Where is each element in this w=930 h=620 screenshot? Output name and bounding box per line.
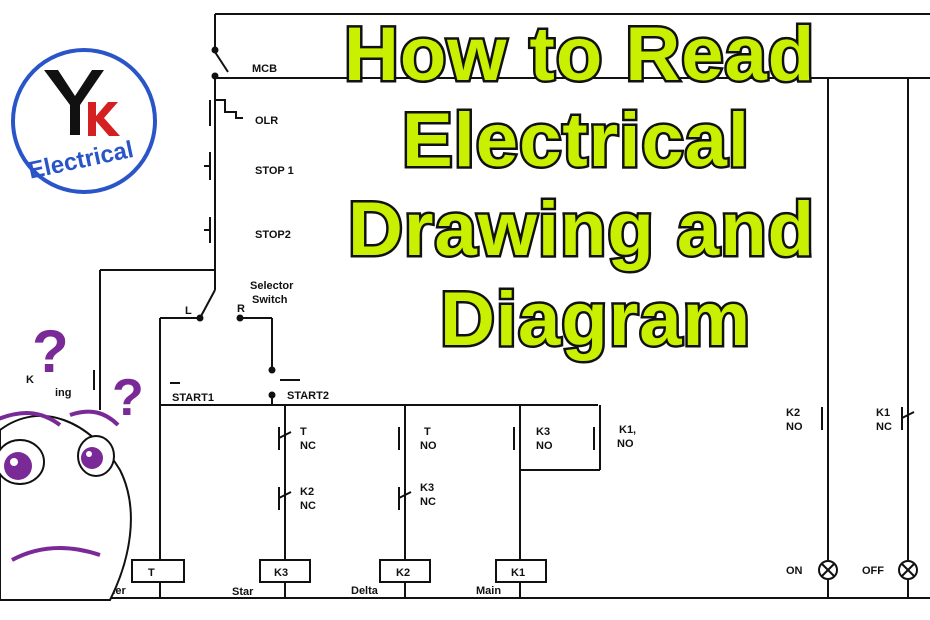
title-line-3: Drawing and	[348, 187, 815, 272]
label-coil-k1: K1	[511, 567, 525, 579]
label-start2: START2	[287, 390, 329, 402]
label-left-k: K	[26, 374, 34, 386]
label-k3-nc-b: NC	[420, 496, 436, 508]
coil-k1-box	[495, 559, 547, 583]
left-contact	[93, 365, 101, 392]
coil-k2-box	[379, 559, 431, 583]
label-selector-line2: Switch	[252, 294, 288, 306]
label-k3-no-a: K3	[536, 426, 550, 438]
confused-face-icon: ? ?	[0, 318, 144, 601]
label-start1: START1	[172, 392, 214, 404]
right-k1-nc-contact	[901, 405, 915, 432]
label-k2-nc-b: NC	[300, 500, 316, 512]
selector-switch	[196, 289, 244, 322]
label-olr: OLR	[255, 115, 278, 127]
wiring	[0, 13, 930, 599]
label-k1-no-a: K1,	[619, 424, 636, 436]
label-coil-t: T	[148, 567, 155, 579]
coil-t-box	[131, 559, 185, 583]
t-nc-contact	[278, 425, 292, 452]
label-star: Star	[232, 586, 254, 598]
label-right-k1-a: K1	[876, 407, 890, 419]
label-main: Main	[476, 585, 501, 597]
title-line-4: Diagram	[440, 277, 751, 362]
label-on: ON	[786, 565, 803, 577]
title-line-2: Electrical	[402, 98, 750, 183]
label-t-no-a: T	[424, 426, 431, 438]
label-k1-no-b: NO	[617, 438, 634, 450]
t-no-contact	[398, 425, 406, 452]
label-selector-r: R	[237, 303, 245, 315]
label-right-k2-a: K2	[786, 407, 800, 419]
labels: MCB OLR STOP 1 STOP2 Selector Switch L R…	[26, 63, 892, 598]
label-off: OFF	[862, 565, 884, 577]
contacts	[93, 46, 915, 512]
label-t-nc-b: NC	[300, 440, 316, 452]
mcb-switch	[211, 46, 229, 80]
question-mark-2: ?	[112, 369, 144, 427]
label-stop2: STOP2	[255, 229, 291, 241]
brand-logo: Electrical	[11, 48, 157, 194]
lamps	[818, 560, 918, 580]
title-block: How to Read Electrical Drawing and Diagr…	[342, 10, 817, 365]
label-k3-nc-a: K3	[420, 482, 434, 494]
k3-no-contact	[513, 425, 521, 452]
stop1-button	[204, 150, 216, 182]
label-t-nc-a: T	[300, 426, 307, 438]
k2-nc-contact	[278, 485, 292, 512]
label-right-k2-b: NO	[786, 421, 803, 433]
coil-k3-box	[259, 559, 311, 583]
label-mcb: MCB	[252, 63, 277, 75]
label-coil-k3: K3	[274, 567, 288, 579]
label-k3-no-b: NO	[536, 440, 553, 452]
label-right-k1-b: NC	[876, 421, 892, 433]
k1-no-contact	[593, 425, 601, 452]
label-selector-l: L	[185, 305, 192, 317]
k3-nc-contact	[398, 485, 412, 512]
title-line-1: How to Read	[344, 12, 815, 97]
label-selector-line1: Selector	[250, 280, 294, 292]
label-delta: Delta	[351, 585, 379, 597]
label-coil-k2: K2	[396, 567, 410, 579]
label-stop1: STOP 1	[255, 165, 294, 177]
label-k2-nc-a: K2	[300, 486, 314, 498]
right-k2-no-contact	[821, 405, 829, 432]
stop2-button	[204, 215, 216, 245]
lamp-on-icon	[818, 560, 838, 580]
start2-button	[268, 366, 300, 399]
label-left-ing: ing	[55, 387, 72, 399]
label-t-no-b: NO	[420, 440, 437, 452]
olr-contact	[209, 98, 243, 128]
coils	[131, 559, 547, 583]
lamp-off-icon	[898, 560, 918, 580]
question-mark-1: ?	[32, 318, 69, 385]
